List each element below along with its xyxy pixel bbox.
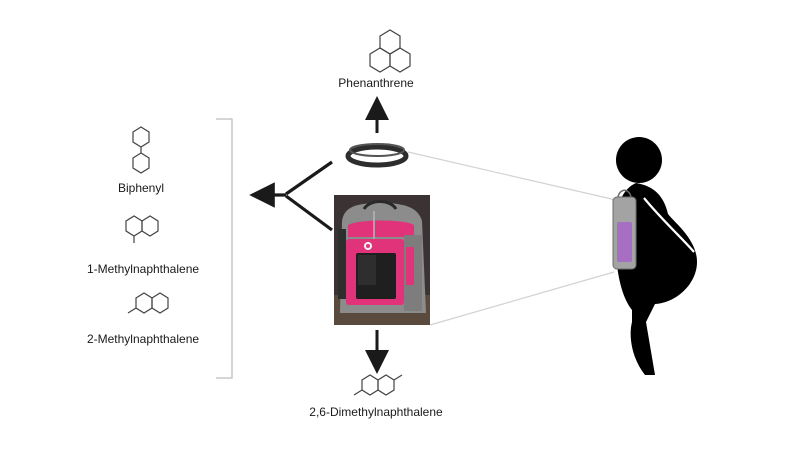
silicone-wristband-icon bbox=[345, 143, 409, 168]
phenanthrene-label: Phenanthrene bbox=[338, 76, 414, 90]
backpack-photo bbox=[334, 195, 430, 325]
2-methylnaphthalene-label: 2-Methylnaphthalene bbox=[86, 332, 200, 346]
person-backpack-icon bbox=[612, 189, 637, 270]
1-methylnaphthalene-label: 1-Methylnaphthalene bbox=[86, 262, 200, 276]
fork-connector bbox=[249, 160, 333, 232]
phenanthrene-structure-icon bbox=[369, 29, 411, 73]
biphenyl-label: Biphenyl bbox=[117, 181, 165, 195]
backpack-illustration bbox=[334, 195, 430, 325]
2-methylnaphthalene-structure-icon bbox=[127, 292, 169, 314]
dimethylnaphthalene-label: 2,6-Dimethylnaphthalene bbox=[309, 405, 443, 419]
person-connector-lines bbox=[407, 151, 617, 326]
left-bracket bbox=[216, 118, 233, 379]
biphenyl-structure-icon bbox=[132, 126, 150, 174]
1-methylnaphthalene-structure-icon bbox=[125, 215, 159, 243]
dimethylnaphthalene-structure-icon bbox=[353, 374, 403, 396]
